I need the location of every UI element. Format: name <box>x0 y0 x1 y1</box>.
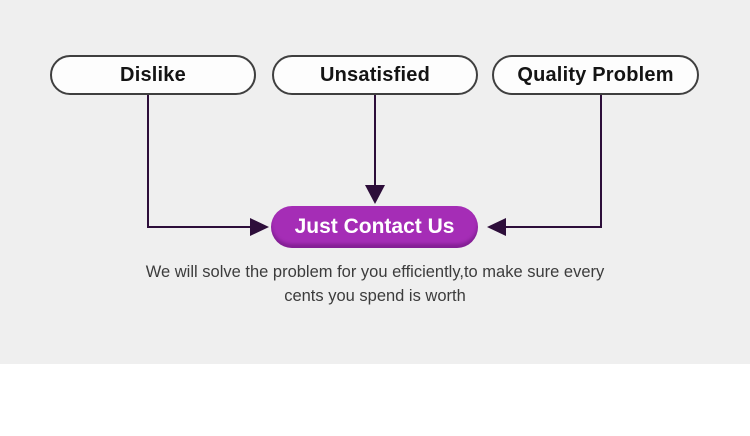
problem-pill-quality-problem: Quality Problem <box>492 55 699 95</box>
caption-line-1: We will solve the problem for you effici… <box>145 263 605 281</box>
problem-pill-unsatisfied: Unsatisfied <box>272 55 478 95</box>
caption-line-2: cents you spend is worth <box>284 287 466 305</box>
problem-label: Quality Problem <box>517 63 674 86</box>
just-contact-us-button[interactable]: Just Contact Us <box>271 206 478 248</box>
caption-text: We will solve the problem for you effici… <box>0 260 750 308</box>
problem-label: Unsatisfied <box>319 63 430 86</box>
cta-label: Just Contact Us <box>294 215 455 238</box>
problem-label: Dislike <box>120 63 186 86</box>
problem-pill-dislike: Dislike <box>50 55 256 95</box>
